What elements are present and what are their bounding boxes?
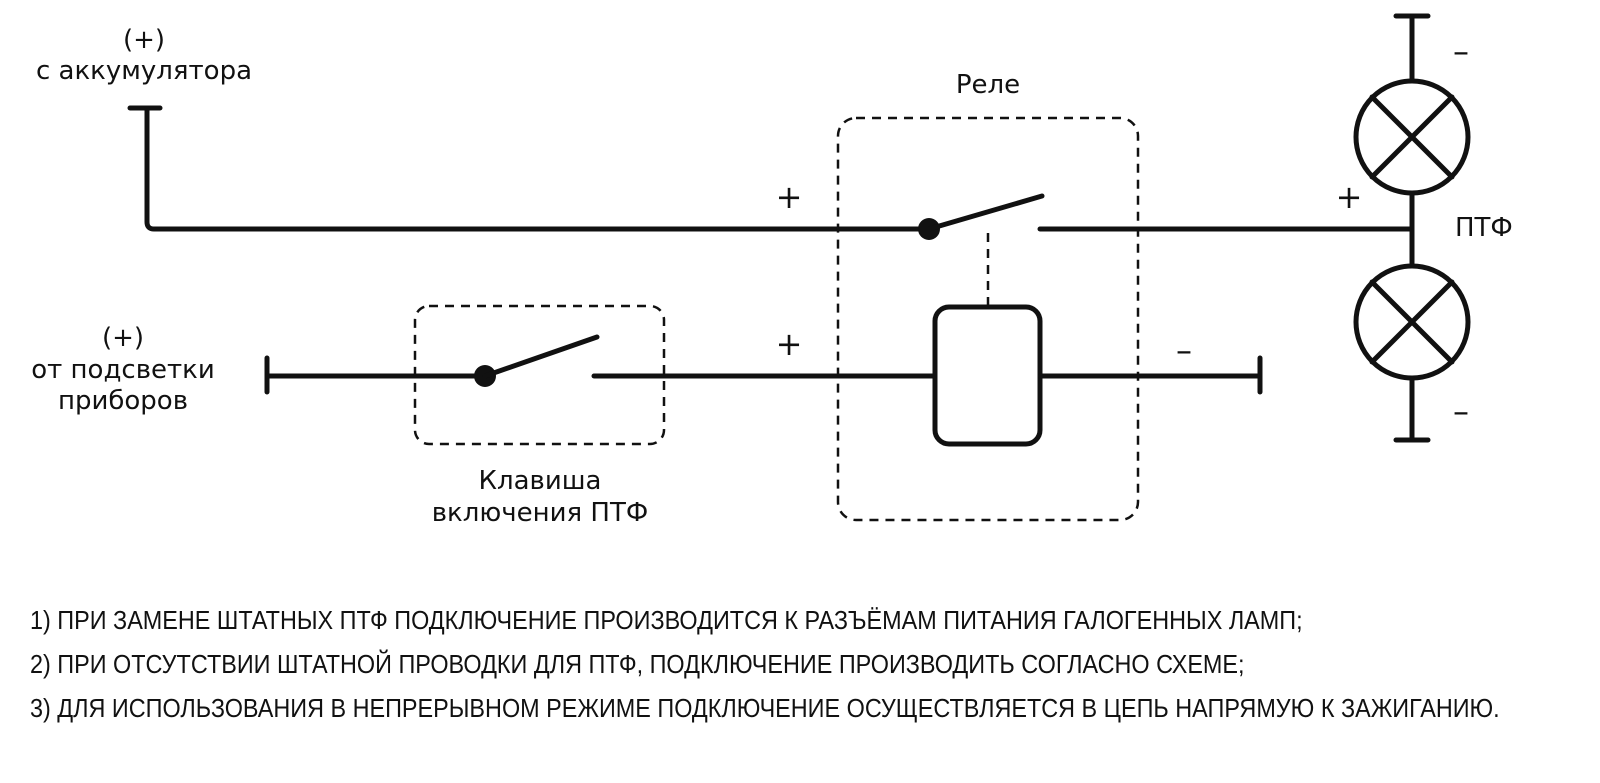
- battery-wire: [144, 105, 932, 232]
- dash-polarity-label: (+): [102, 323, 144, 353]
- plus-sign: +: [776, 178, 803, 216]
- note-2: 2) ПРИ ОТСУТСТВИИ ШТАТНОЙ ПРОВОДКИ ДЛЯ П…: [30, 649, 1245, 679]
- dash-source-label-line2: приборов: [58, 386, 188, 416]
- note-1: 1) ПРИ ЗАМЕНЕ ШТАТНЫХ ПТФ ПОДКЛЮЧЕНИЕ ПР…: [30, 605, 1303, 635]
- relay-enclosure: [836, 116, 1140, 522]
- relay-label: Реле: [956, 70, 1020, 100]
- plus-sign: +: [1336, 178, 1363, 216]
- relay-coil: [932, 304, 1043, 447]
- switch-label-line2: включения ПТФ: [432, 498, 649, 528]
- note-3: 3) ДЛЯ ИСПОЛЬЗОВАНИЯ В НЕПРЕРЫВНОМ РЕЖИМ…: [30, 693, 1500, 723]
- fog-lamp-icon: [1353, 263, 1471, 381]
- switch-blade: [482, 334, 600, 379]
- relay-contact-blade: [926, 193, 1045, 232]
- switch-enclosure: [413, 304, 666, 446]
- battery-polarity-label: (+): [123, 25, 165, 55]
- minus-sign: –: [1176, 331, 1192, 369]
- fog-lamp-icon: [1353, 78, 1471, 196]
- fog-lamps-label: ПТФ: [1455, 213, 1513, 243]
- minus-sign: –: [1453, 392, 1469, 430]
- minus-sign: –: [1453, 32, 1469, 70]
- switch-label-line1: Клавиша: [479, 466, 602, 496]
- installation-notes: 1) ПРИ ЗАМЕНЕ ШТАТНЫХ ПТФ ПОДКЛЮЧЕНИЕ ПР…: [30, 604, 1590, 736]
- battery-source-label: с аккумулятора: [36, 56, 252, 86]
- dash-source-label-line1: от подсветки: [31, 355, 215, 385]
- plus-sign: +: [776, 325, 803, 363]
